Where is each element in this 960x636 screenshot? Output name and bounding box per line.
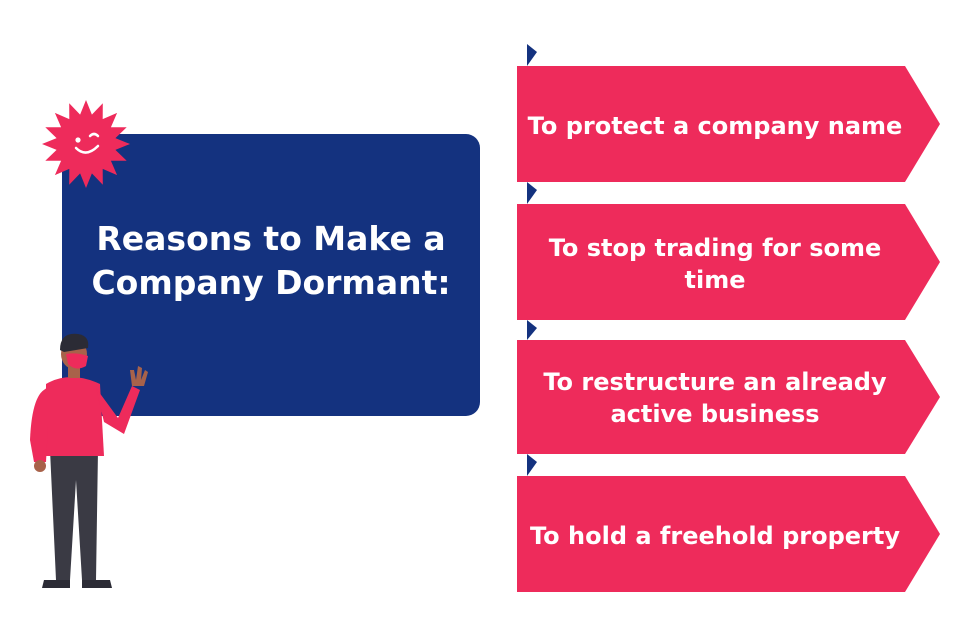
reason-text-2: To stop trading for some time — [548, 234, 882, 294]
reason-text-3: To restructure an already active busines… — [543, 368, 887, 428]
person-illustration-icon — [30, 333, 148, 588]
reason-arrow — [517, 320, 940, 454]
sun-mascot-icon — [42, 100, 130, 188]
reason-arrow — [517, 44, 940, 182]
reason-arrow — [517, 182, 940, 320]
panel-title: Reasons to Make a Company Dormant: — [91, 219, 451, 302]
reason-arrows — [517, 44, 940, 592]
reason-text-1: To protect a company name — [527, 112, 903, 140]
reason-text-4: To hold a freehold property — [530, 522, 900, 550]
title-panel: Reasons to Make a Company Dormant: — [62, 134, 480, 416]
reason-arrow — [517, 454, 940, 592]
